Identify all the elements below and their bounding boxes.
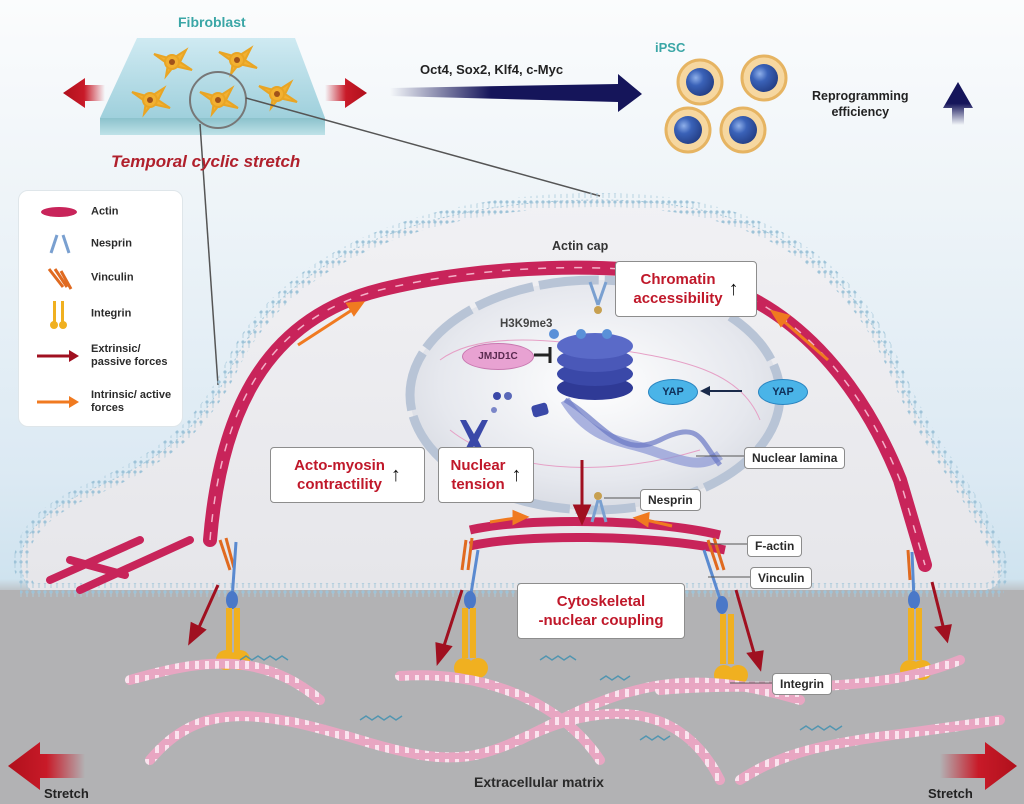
efficiency-up-arrow [943, 82, 973, 125]
actin-icon [41, 207, 77, 217]
reprogramming-arrow [390, 74, 642, 112]
stretch-arrow-top-right [325, 78, 367, 108]
stretch-label-left: Stretch [44, 786, 89, 801]
stretch-arrow-bottom-left [8, 742, 85, 790]
fibroblast-label: Fibroblast [178, 14, 246, 30]
cytoskeletal-nuclear-coupling-callout: Cytoskeletal -nuclear coupling [517, 583, 685, 639]
ecm-glycoproteins [239, 655, 843, 741]
nesprin-bottom [590, 499, 608, 523]
nucleosome [549, 329, 633, 400]
zoom-line-right [245, 97, 601, 197]
up-arrow-icon: ↑ [728, 278, 739, 300]
extrinsic-force-arrows [188, 460, 952, 672]
nesprin-label: Nesprin [640, 489, 701, 511]
up-arrow-icon: ↑ [511, 464, 522, 486]
intrinsic-force-arrow-icon [37, 396, 79, 408]
ecm-fibers [125, 655, 1005, 785]
ipsc-cell [719, 106, 767, 154]
efficiency-label: Reprogramming efficiency [812, 88, 909, 120]
ipsc-cell [664, 106, 712, 154]
nuclear-lamina-label: Nuclear lamina [744, 447, 846, 469]
stretch-arrow-bottom-right [940, 742, 1017, 790]
legend-item-vinculin: Vinculin [19, 263, 182, 293]
dna-helix [560, 397, 723, 468]
ipsc-cell [740, 54, 788, 102]
efficiency-label-line2: efficiency [831, 105, 890, 119]
vinculin-icon [47, 268, 73, 290]
ipsc-cluster [664, 54, 788, 154]
ipsc-label: iPSC [655, 40, 686, 55]
zoom-circle [189, 71, 247, 129]
actomyosin-contractility-callout: Acto-myosin contractility ↑ [270, 447, 425, 503]
focal-adhesion [702, 537, 748, 685]
yap-cytoplasmic-badge: YAP [758, 379, 808, 405]
h3k9me3-label: H3K9me3 [500, 318, 553, 330]
nuclear-tension-callout: Nuclear tension ↑ [438, 447, 534, 503]
intrinsic-force-arrows [297, 301, 829, 528]
loose-actin-bundle [46, 536, 194, 594]
legend-item-intrinsic-force: Intrinsic/ active forces [19, 387, 182, 417]
efficiency-label-line1: Reprogramming [812, 89, 909, 103]
label-leaders [604, 455, 772, 684]
legend-item-integrin: Integrin [19, 299, 182, 329]
legend-item-nesprin: Nesprin [19, 229, 182, 259]
nesprin-icon [49, 234, 71, 254]
stretch-arrow-top-left [63, 78, 105, 108]
vinculin-label: Vinculin [750, 567, 813, 589]
extrinsic-force-arrow-icon [37, 350, 79, 362]
up-arrow-icon: ↑ [390, 464, 401, 486]
fibroblast-plate [100, 38, 325, 135]
yap-nuclear-badge: YAP [648, 379, 698, 405]
fibroblast-cell [258, 79, 298, 112]
actin-cap-label: Actin cap [552, 239, 609, 253]
chromatin-accessibility-callout: Chromatin accessibility ↑ [615, 261, 757, 317]
integrin-icon [50, 301, 67, 329]
jmjd1c-badge: JMJD1C [462, 343, 534, 370]
legend-item-actin: Actin [19, 197, 182, 227]
basal-f-actin [468, 517, 722, 540]
integrin-label: Integrin [772, 673, 832, 695]
nesprin-top [588, 281, 608, 306]
legend: Actin Nesprin Vinculin Integrin Extrinsi… [18, 190, 183, 427]
factors-label: Oct4, Sox2, Klf4, c-Myc [420, 62, 564, 77]
stretch-caption: Temporal cyclic stretch [111, 152, 301, 171]
ecm-label: Extracellular matrix [474, 774, 604, 790]
ipsc-cell [676, 58, 724, 106]
f-actin-label: F-actin [747, 535, 803, 557]
zoom-line-left [199, 123, 219, 386]
stretch-label-right: Stretch [928, 786, 973, 801]
legend-item-extrinsic-force: Extrinsic/ passive forces [19, 341, 182, 371]
